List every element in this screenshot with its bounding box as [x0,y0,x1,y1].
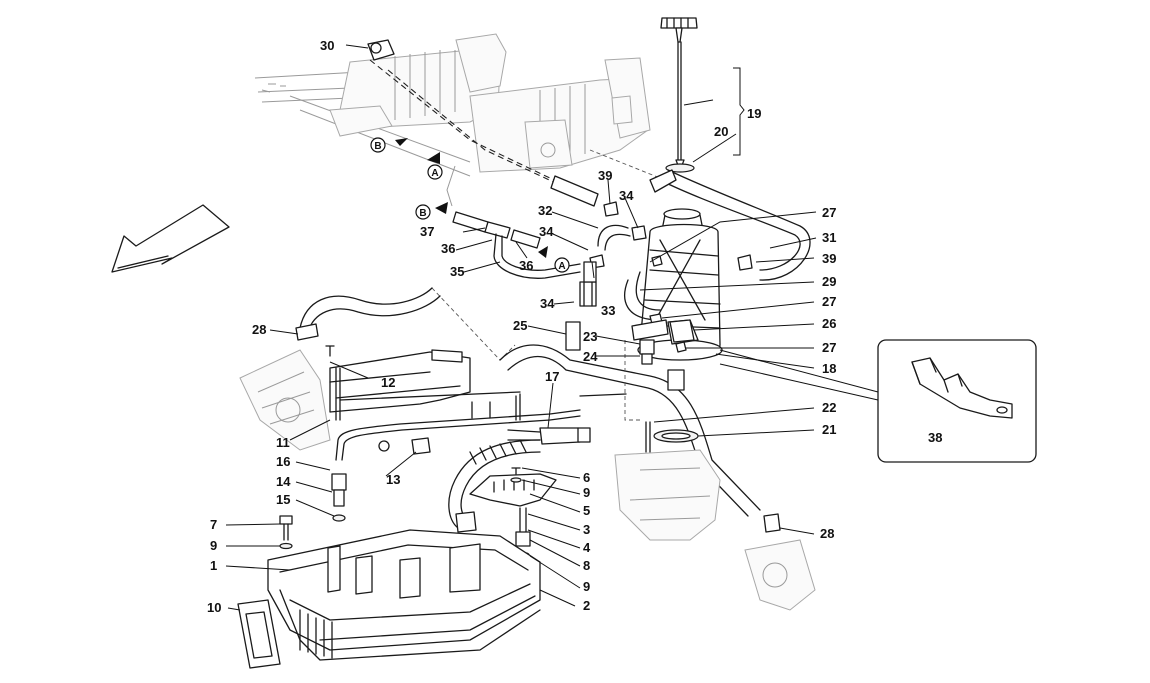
hose-25-21 [499,321,781,533]
direction-arrow [111,204,230,273]
bracket-11 [329,349,521,421]
ref-34-c: 34 [540,296,555,311]
ref-6: 6 [583,470,590,485]
ref-37: 37 [420,224,434,239]
ref-5: 5 [583,503,590,518]
hose-32-33 [579,224,631,307]
inset-box-38 [877,339,1037,463]
ref-9-b: 9 [583,485,590,500]
ref-9-a: 9 [210,538,217,553]
ref-16: 16 [276,454,290,469]
ref-38: 38 [928,430,942,445]
bracket-5 [469,467,557,507]
ref-27-c: 27 [822,340,836,355]
fitting-14-15-16 [331,473,347,522]
ref-21: 21 [822,422,836,437]
ref-27-b: 27 [822,294,836,309]
ref-12: 12 [381,375,395,390]
svg-text:A: A [431,168,438,179]
ref-9-c: 9 [583,579,590,594]
ref-8: 8 [583,558,590,573]
part-22-stud [645,421,651,453]
part-21-o-ring [653,429,699,443]
ref-7: 7 [210,517,217,532]
dashed-route-a [387,69,561,186]
oil-sump [267,529,541,661]
ref-36-a: 36 [441,241,455,256]
ref-26: 26 [822,316,836,331]
hose-31 [649,169,811,281]
marker-b-1: B [370,137,386,153]
marker-a-1: A [427,164,443,180]
ref-11: 11 [276,435,290,450]
part-26-sensor [631,319,695,343]
leader-lines [225,44,817,611]
tube-17 [335,393,627,461]
ref-31: 31 [822,230,836,245]
ref-36-b: 36 [519,258,533,273]
part-20-gasket-ring [665,163,695,173]
dashed-route-gearbox [624,340,640,421]
dipstick [660,17,698,169]
dashed-route-dipstick [589,149,661,179]
marker-b-2: B [415,204,431,220]
parts-23-24 [639,339,655,365]
ref-34-a: 34 [619,188,634,203]
svg-text:B: B [419,208,426,219]
part-28-clamp-left [295,323,319,341]
ref-24: 24 [583,349,598,364]
bracket-19 [733,67,745,156]
ref-22: 22 [822,400,836,415]
dashed-route-hose [431,287,516,361]
ref-17: 17 [545,369,559,384]
marker-a-2: A [554,257,570,273]
ref-39-b: 39 [822,251,836,266]
part-30-connector [367,39,395,61]
inset-38-leader [719,349,879,401]
ref-15: 15 [276,492,290,507]
ref-28-a: 28 [252,322,266,337]
ref-23: 23 [583,329,597,344]
ref-19: 19 [747,106,761,121]
ref-32: 32 [538,203,552,218]
ref-14: 14 [276,474,291,489]
arrow-heads [395,138,548,258]
ref-28-b: 28 [820,526,834,541]
part-12-bolt [325,345,335,357]
engine-ghost-left [239,349,331,451]
ref-25: 25 [513,318,527,333]
ref-3: 3 [583,522,590,537]
ref-1: 1 [210,558,217,573]
part-13-fitting [378,437,431,455]
ref-33: 33 [601,303,615,318]
bolt-7 [279,515,293,550]
ref-20: 20 [714,124,728,139]
hose-tee-35-36-37 [452,175,599,279]
ref-35: 35 [450,264,464,279]
ref-34-b: 34 [539,224,554,239]
gearbox-ghost [614,449,816,611]
intake-plenum-ghost [254,33,651,207]
hose-upper-left [299,287,441,333]
braided-hose [448,439,541,533]
gasket-10 [237,599,281,669]
ref-30: 30 [320,38,334,53]
ref-39-a: 39 [598,168,612,183]
ref-29: 29 [822,274,836,289]
svg-text:A: A [558,261,565,272]
ref-4: 4 [583,540,591,555]
ref-2: 2 [583,598,590,613]
ref-18: 18 [822,361,836,376]
ref-27-a: 27 [822,205,836,220]
svg-text:B: B [374,141,381,152]
dashed-route-b [369,59,576,191]
ref-10: 10 [207,600,221,615]
ref-13: 13 [386,472,400,487]
